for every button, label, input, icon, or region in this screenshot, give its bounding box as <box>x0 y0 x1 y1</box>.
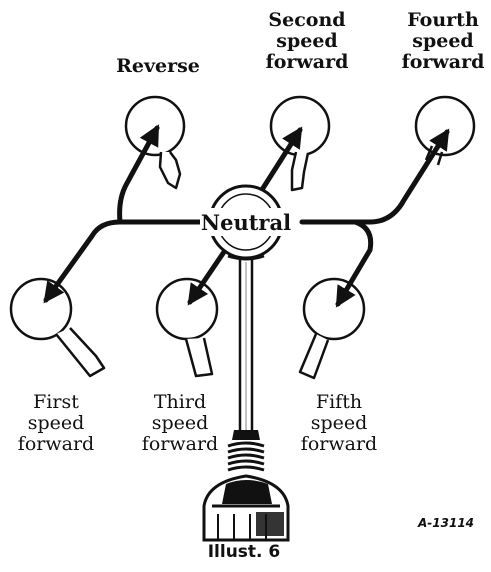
label-third: Third speed forward <box>141 391 219 455</box>
label-first: First speed forward <box>17 391 95 455</box>
path-to-reverse <box>117 124 160 225</box>
knob-second <box>269 95 331 192</box>
label-second: Second speed forward <box>265 9 349 73</box>
lever-base-housing <box>202 474 290 542</box>
figure-caption: Illust. 6 <box>207 542 281 562</box>
knob-third <box>155 277 219 378</box>
path-to-fourth <box>367 128 450 225</box>
neutral-hub: Neutral <box>200 184 292 261</box>
path-to-second <box>255 126 303 199</box>
neutral-label: Neutral <box>201 210 291 235</box>
knob-first <box>9 277 106 378</box>
lever-shaft <box>238 258 254 430</box>
knob-reverse <box>124 95 186 190</box>
label-reverse: Reverse <box>116 55 200 77</box>
path-to-third <box>187 243 231 306</box>
shift-paths <box>43 124 450 308</box>
knob-fifth <box>298 277 366 380</box>
figure-id: A-13114 <box>418 516 475 530</box>
label-fourth: Fourth speed forward <box>401 9 485 73</box>
lever-spring-boot <box>227 430 265 472</box>
path-to-first <box>43 219 123 304</box>
label-fifth: Fifth speed forward <box>300 391 378 455</box>
path-to-fifth <box>335 219 374 308</box>
